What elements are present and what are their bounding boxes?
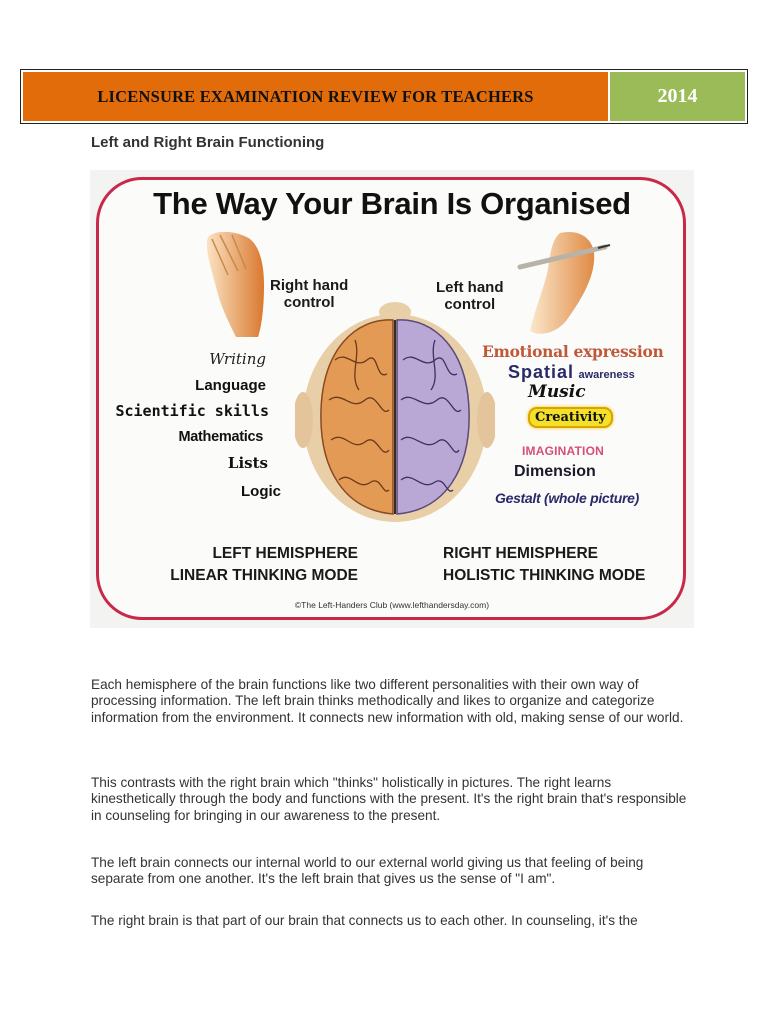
header-title-cell: LICENSURE EXAMINATION REVIEW FOR TEACHER… [23, 72, 608, 121]
thinking-mode: HOLISTIC THINKING MODE [443, 567, 646, 584]
function-scientific-skills: Scientific skills [115, 402, 269, 420]
function-gestalt: Gestalt (whole picture) [495, 490, 640, 506]
function-imagination: IMAGINATION [522, 444, 604, 458]
function-mathematics: Mathematics [178, 429, 263, 445]
writing-hand-icon [517, 231, 611, 334]
function-writing: Writing [209, 350, 266, 368]
awareness-word: awareness [578, 369, 635, 381]
figure-credit: ©The Left-Handers Club (www.lefthandersd… [294, 600, 490, 610]
function-emotional-expression: Emotional expression [482, 342, 664, 361]
open-hand-icon [206, 231, 264, 337]
label-line: Right hand [270, 277, 349, 294]
paragraph-2: This contrasts with the right brain whic… [91, 775, 687, 823]
left-hand-control-label: Left hand control [436, 279, 504, 313]
header-title: LICENSURE EXAMINATION REVIEW FOR TEACHER… [97, 86, 534, 106]
function-logic: Logic [241, 483, 281, 500]
figure-title: The Way Your Brain Is Organised [153, 186, 631, 221]
label-line: Left hand [436, 279, 504, 296]
hemisphere-name: LEFT HEMISPHERE [212, 545, 358, 562]
thinking-mode: LINEAR THINKING MODE [170, 567, 358, 584]
function-creativity: Creativity [528, 407, 613, 428]
brain-diagram-figure: The Way Your Brain Is Organised Right ha… [90, 170, 694, 628]
paragraph-4: The right brain is that part of our brai… [91, 913, 638, 928]
paragraph-1: Each hemisphere of the brain functions l… [91, 677, 684, 725]
function-lists: Lists [227, 454, 268, 472]
right-hand-control-label: Right hand control [270, 277, 348, 311]
left-hemisphere-label: LEFT HEMISPHERE LINEAR THINKING MODE [170, 543, 358, 587]
label-line: control [283, 294, 335, 311]
paragraph-3: The left brain connects our internal wor… [91, 855, 644, 887]
spatial-word: Spatial [508, 362, 575, 382]
header-year-cell: 2014 [610, 72, 745, 121]
brain-illustration [295, 302, 495, 522]
function-music: Music [528, 382, 586, 402]
function-language: Language [195, 377, 266, 394]
label-line: control [444, 296, 496, 313]
document-header: LICENSURE EXAMINATION REVIEW FOR TEACHER… [20, 69, 748, 124]
header-year: 2014 [657, 85, 698, 107]
right-hemisphere-label: RIGHT HEMISPHERE HOLISTIC THINKING MODE [443, 543, 645, 587]
function-dimension: Dimension [514, 463, 596, 480]
section-title: Left and Right Brain Functioning [91, 134, 325, 151]
function-spatial-awareness: Spatial awareness [508, 362, 635, 383]
hemisphere-name: RIGHT HEMISPHERE [443, 545, 599, 562]
